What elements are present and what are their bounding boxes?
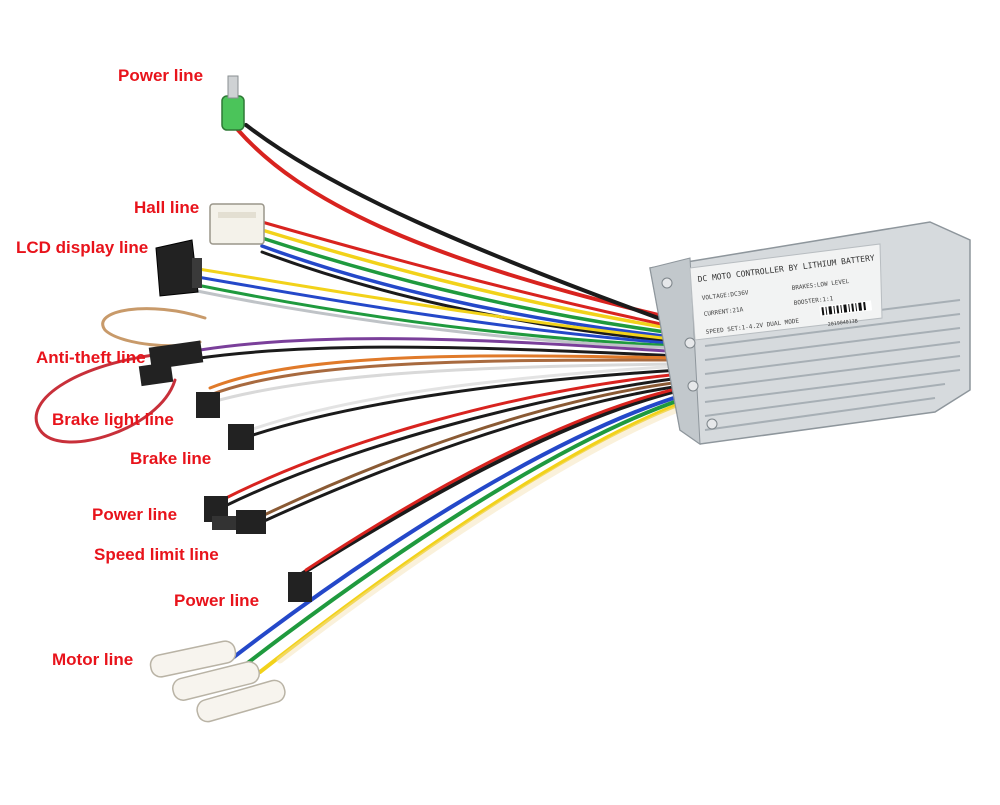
controller-housing: DC MOTO CONTROLLER BY LITHIUM BATTERY VO… [649, 221, 971, 445]
antitheft-connector [138, 340, 204, 387]
wire-powermid-black [223, 376, 682, 508]
wire-antitheft-loop [34, 350, 182, 444]
motor-line-connectors [149, 640, 286, 723]
brake-light-connector [196, 392, 220, 418]
wire-brakelight-white [210, 362, 682, 404]
barcode [819, 300, 873, 317]
label-lcd-display-line: LCD display line [16, 238, 149, 257]
wire-brake-black [248, 368, 682, 438]
connectors [138, 75, 312, 723]
lcd-display-connector [155, 239, 202, 297]
screw [684, 337, 696, 349]
label-antitheft-line: Anti-theft line [36, 348, 146, 367]
wire-antitheft-black [198, 345, 682, 360]
wire-hall-yellow [260, 228, 682, 332]
brake-connector [228, 424, 254, 450]
controller-booster: BOOSTER:1:1 [793, 295, 834, 307]
wire-powerlow-black [298, 388, 682, 577]
label-power-line-low: Power line [174, 591, 260, 610]
wire-motor-green [243, 398, 682, 667]
wire-hall-blue [260, 244, 682, 340]
label-hall-line: Hall line [134, 198, 200, 217]
wire-antitheft-purple [198, 337, 682, 354]
wire-motor-yellow [258, 402, 682, 674]
wire-lcd-white [190, 288, 682, 350]
power-line-top-connector [221, 75, 245, 131]
label-brake-line: Brake line [130, 449, 212, 468]
controller-current: CURRENT:21A [703, 306, 744, 318]
wire-hall-red [260, 220, 682, 330]
screw [687, 380, 699, 392]
wire-motor-blue [228, 394, 682, 662]
screw [706, 418, 718, 430]
wire-hall-black [260, 250, 682, 344]
wire-bundle [34, 123, 684, 674]
wire-lcd-yellow [190, 266, 682, 342]
power-line-low-connector [288, 572, 312, 602]
label-speed-limit-line: Speed limit line [94, 545, 219, 564]
controller-serial: 201904013B [828, 318, 859, 328]
screw [661, 277, 673, 289]
wire-antitheft-loop-tan [101, 307, 207, 348]
wire-powermid-red [220, 372, 682, 502]
speed-limit-connector [212, 510, 266, 534]
wire-speed-brown [260, 380, 682, 518]
wire-hall-green [260, 236, 682, 336]
wire-lcd-green [190, 282, 682, 348]
label-motor-line: Motor line [52, 650, 134, 669]
wire-speed-black [260, 384, 682, 524]
wire-powerlow-red [304, 386, 682, 572]
hall-line-connector [209, 203, 265, 245]
wire-brakelight-orange [208, 354, 682, 390]
label-power-line-mid: Power line [92, 505, 178, 524]
controller-label-plate [689, 243, 883, 341]
wire-power-red [236, 128, 682, 322]
wire-motor-sleeve [276, 404, 684, 664]
label-brake-light-line: Brake light line [52, 410, 174, 429]
wire-brakelight-brown [208, 358, 682, 397]
wire-lcd-blue [190, 274, 682, 346]
wire-brake-white [248, 364, 682, 432]
wire-power-black [244, 123, 682, 328]
label-power-line-top: Power line [118, 66, 204, 85]
